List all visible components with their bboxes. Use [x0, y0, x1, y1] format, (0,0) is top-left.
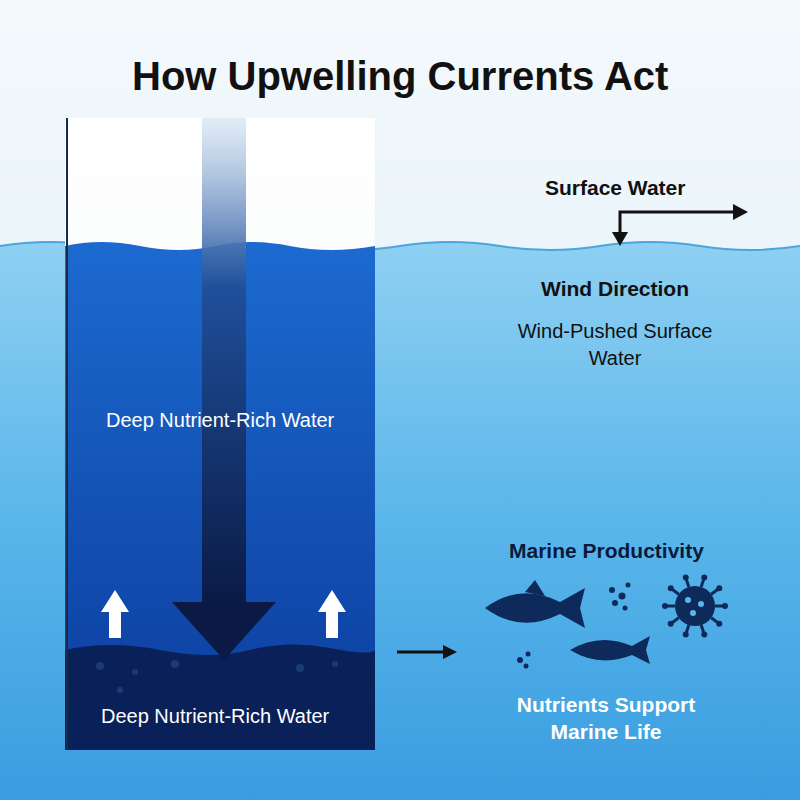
upward-arrows [101, 590, 346, 638]
water-label: Deep Nutrient-Rich Water [106, 407, 334, 434]
water-label: Deep Nutrient-Rich Water [101, 703, 329, 730]
downward-arrow-shaft [202, 118, 246, 604]
downward-arrow-head [172, 602, 276, 660]
nutrients-label: Nutrients Support Marine Life [486, 691, 726, 746]
marine-life-icons [485, 580, 715, 669]
productivity-label: Marine Productivity [509, 539, 704, 563]
flow-arrow-head [443, 645, 457, 659]
flow-arrow [397, 651, 445, 654]
diagram-title: How Upwelling Currents Act [132, 53, 668, 99]
seabed [65, 644, 375, 750]
wind-note: Wind-Pushed Surface Water [515, 318, 715, 372]
wind-arrow [620, 212, 735, 242]
wind-arrow-head [733, 204, 748, 220]
sediment-dots [96, 660, 338, 693]
sea [0, 242, 800, 800]
plankton-spots [685, 597, 704, 616]
panel-sky [65, 118, 375, 750]
wind-label: Wind Direction [541, 277, 689, 301]
panel-edge [66, 118, 68, 750]
water-column-panel: Deep Nutrient-Rich WaterDeep Nutrient-Ri… [65, 118, 375, 750]
wind-arrow-head [612, 232, 628, 246]
surface-label: Surface Water [545, 176, 685, 200]
plankton-spikes [662, 574, 728, 637]
